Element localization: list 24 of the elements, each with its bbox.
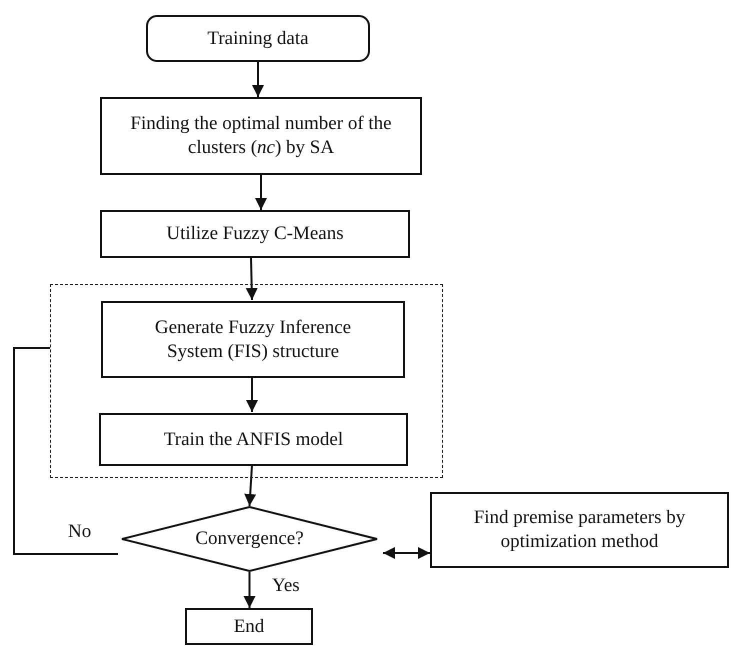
process-box — [430, 492, 729, 568]
arrow — [252, 62, 264, 97]
process-box — [99, 413, 408, 466]
node-text: Utilize Fuzzy C-Means — [165, 222, 345, 246]
arrow — [246, 377, 258, 412]
node-text: Find premise parameters by optimization method — [472, 506, 686, 554]
arrow — [244, 572, 256, 608]
decision-diamond — [121, 506, 378, 572]
process-box — [100, 97, 422, 175]
process-box — [100, 210, 410, 258]
node-text: Train the ANFIS model — [162, 428, 344, 452]
arrow — [244, 464, 256, 506]
node-text: Generate Fuzzy Inference System (FIS) structure — [154, 316, 352, 364]
end-box — [185, 608, 313, 645]
node-text: Finding the optimal number of the clusters (nc) by SA — [129, 112, 393, 160]
arrow — [246, 258, 258, 300]
process-box — [101, 301, 405, 378]
start-terminal — [146, 15, 370, 62]
arrow — [383, 547, 430, 559]
node-text: Training data — [206, 26, 310, 50]
node-text: End — [232, 614, 266, 638]
dashed-group-box — [50, 284, 443, 478]
arrow — [255, 175, 267, 210]
node-text: Convergence? — [194, 527, 305, 551]
